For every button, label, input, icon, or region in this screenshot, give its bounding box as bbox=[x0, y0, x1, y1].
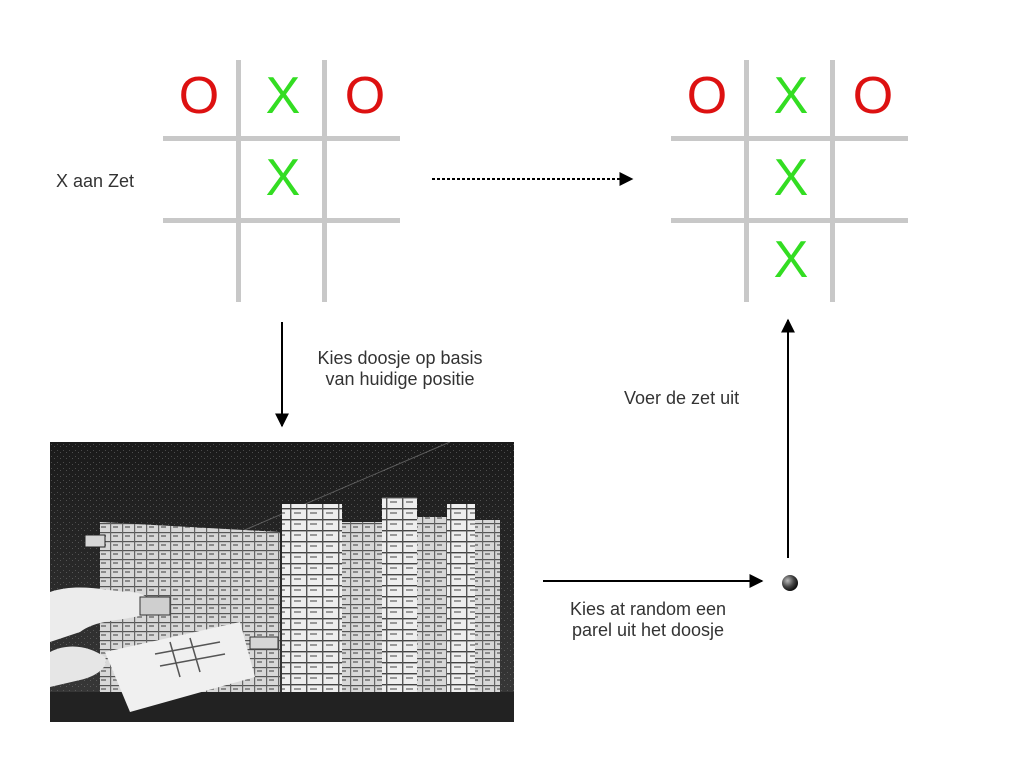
matchbox-machine-illustration bbox=[50, 442, 514, 722]
matchbox-machine-photo bbox=[50, 442, 514, 722]
